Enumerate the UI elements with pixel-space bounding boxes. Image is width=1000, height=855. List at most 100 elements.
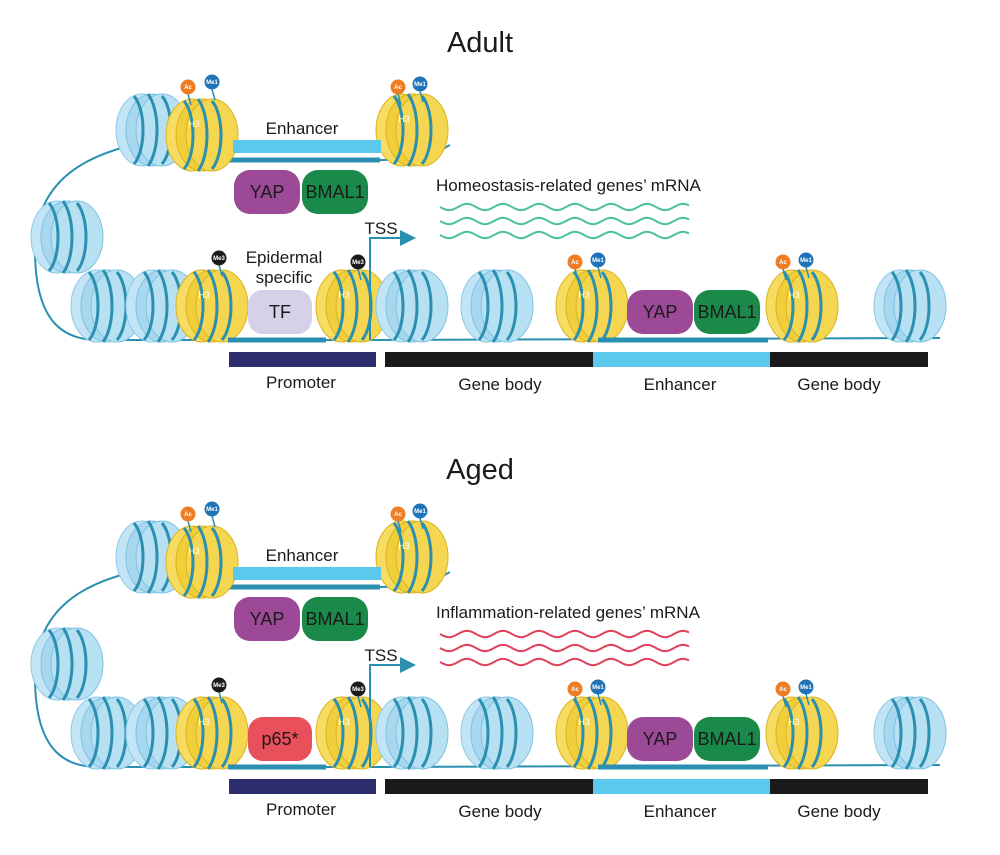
ac-mark-label: Ac <box>779 260 787 266</box>
gene-body-label-left: Gene body <box>458 802 542 821</box>
enhancer-bar <box>593 779 770 794</box>
histone-h3-icon: H3 <box>764 268 840 344</box>
me3-mark-icon: Me3 <box>350 681 366 708</box>
tss-arrow-icon <box>369 230 416 340</box>
bmal1-lower-label: BMAL1 <box>697 302 756 322</box>
me1-mark-label: Me1 <box>800 685 812 691</box>
yap-upper: YAP <box>234 170 300 214</box>
ac-mark-icon: Ac <box>390 79 406 106</box>
upper-enhancer-label: Enhancer <box>266 546 339 565</box>
histone-h3-label: H3 <box>198 717 210 727</box>
histone-h3-icon: H3 <box>314 695 390 771</box>
me1-mark-label: Me1 <box>414 82 426 88</box>
histone-h3-icon: H3 <box>374 519 450 595</box>
nucleosome-icon <box>374 268 450 344</box>
yap-upper-label: YAP <box>250 182 285 202</box>
bmal1-upper-label: BMAL1 <box>305 609 364 629</box>
mrna-wave-icon <box>439 657 690 667</box>
enhancer-label: Enhancer <box>644 802 717 821</box>
me1-mark-icon: Me1 <box>798 252 814 279</box>
histone-h3-icon: H3 <box>174 695 250 771</box>
histone-h3-label: H3 <box>578 290 590 300</box>
histone-h3-icon: H3 <box>554 695 630 771</box>
me1-mark-label: Me1 <box>206 507 218 513</box>
histone-h3-label: H3 <box>338 717 350 727</box>
mrna-wave-icon <box>439 216 690 226</box>
nucleosome-icon <box>459 695 535 771</box>
ac-mark-label: Ac <box>394 85 402 91</box>
ac-mark-label: Ac <box>184 85 192 91</box>
histone-h3-label: H3 <box>398 541 410 551</box>
nucleosome-icon <box>872 695 948 771</box>
ac-mark-icon: Ac <box>775 254 791 281</box>
ac-mark-icon: Ac <box>775 681 791 708</box>
me1-mark-label: Me1 <box>414 509 426 515</box>
mrna-wave-icon <box>439 230 690 240</box>
nucleosome-icon <box>872 268 948 344</box>
histone-h3-icon: H3 <box>374 92 450 168</box>
histone-h3-icon: H3 <box>174 268 250 344</box>
yap-lower: YAP <box>627 290 693 334</box>
enhancer-bar <box>593 352 770 367</box>
yap-lower: YAP <box>627 717 693 761</box>
histone-h3-label: H3 <box>398 114 410 124</box>
histone-h3-label: H3 <box>578 717 590 727</box>
histone-h3-icon: H3 <box>764 695 840 771</box>
ac-mark-icon: Ac <box>390 506 406 533</box>
ac-mark-icon: Ac <box>567 254 583 281</box>
me1-mark-label: Me1 <box>592 258 604 264</box>
ac-mark-label: Ac <box>184 512 192 518</box>
mrna-wave-icon <box>439 643 690 653</box>
histone-h3-icon: H3 <box>554 268 630 344</box>
nucleosome-icon <box>29 626 105 702</box>
ac-mark-icon: Ac <box>180 79 196 106</box>
mrna-label: Homeostasis-related genes’ mRNA <box>436 176 702 195</box>
me3-mark-icon: Me3 <box>211 677 227 704</box>
promoter-label: Promoter <box>266 373 336 392</box>
me1-mark-label: Me1 <box>592 685 604 691</box>
gene-body-label-left: Gene body <box>458 375 542 394</box>
me3-mark-label: Me3 <box>352 260 364 266</box>
me3-mark-label: Me3 <box>352 687 364 693</box>
ac-mark-label: Ac <box>394 512 402 518</box>
ac-mark-label: Ac <box>779 687 787 693</box>
promoter-factor: TF <box>248 290 312 334</box>
upper-enhancer-bar <box>233 567 381 580</box>
me1-mark-icon: Me1 <box>412 76 428 103</box>
promoter-bar <box>229 779 376 794</box>
histone-h3-label: H3 <box>788 290 800 300</box>
bmal1-upper-label: BMAL1 <box>305 182 364 202</box>
histone-h3-label: H3 <box>188 119 200 129</box>
histone-h3-label: H3 <box>198 290 210 300</box>
promoter-factor-label: TF <box>269 302 291 322</box>
yap-lower-label: YAP <box>643 302 678 322</box>
histone-h3-label: H3 <box>188 546 200 556</box>
panel-title: Adult <box>447 27 513 59</box>
tss-label: TSS <box>364 219 397 238</box>
nucleosome-icon <box>374 695 450 771</box>
enhancer-label: Enhancer <box>644 375 717 394</box>
me3-mark-label: Me3 <box>213 256 225 262</box>
tss-arrow-icon <box>369 657 416 767</box>
bmal1-upper: BMAL1 <box>302 170 368 214</box>
me1-mark-icon: Me1 <box>590 679 606 706</box>
me1-mark-label: Me1 <box>800 258 812 264</box>
yap-lower-label: YAP <box>643 729 678 749</box>
histone-h3-icon: H3 <box>314 268 390 344</box>
me1-mark-icon: Me1 <box>590 252 606 279</box>
panel-title: Aged <box>446 454 514 486</box>
bmal1-lower: BMAL1 <box>694 717 760 761</box>
mrna-wave-icon <box>439 629 690 639</box>
me1-mark-icon: Me1 <box>204 74 220 101</box>
promoter-label: Promoter <box>266 800 336 819</box>
nucleosome-icon <box>459 268 535 344</box>
bmal1-lower: BMAL1 <box>694 290 760 334</box>
promoter-factor-caption-line2: specific <box>256 268 313 287</box>
promoter-factor: p65* <box>248 717 312 761</box>
gene-body-label-right: Gene body <box>797 802 881 821</box>
me1-mark-icon: Me1 <box>412 503 428 530</box>
me1-mark-label: Me1 <box>206 80 218 86</box>
mrna-label: Inflammation-related genes’ mRNA <box>436 603 701 622</box>
